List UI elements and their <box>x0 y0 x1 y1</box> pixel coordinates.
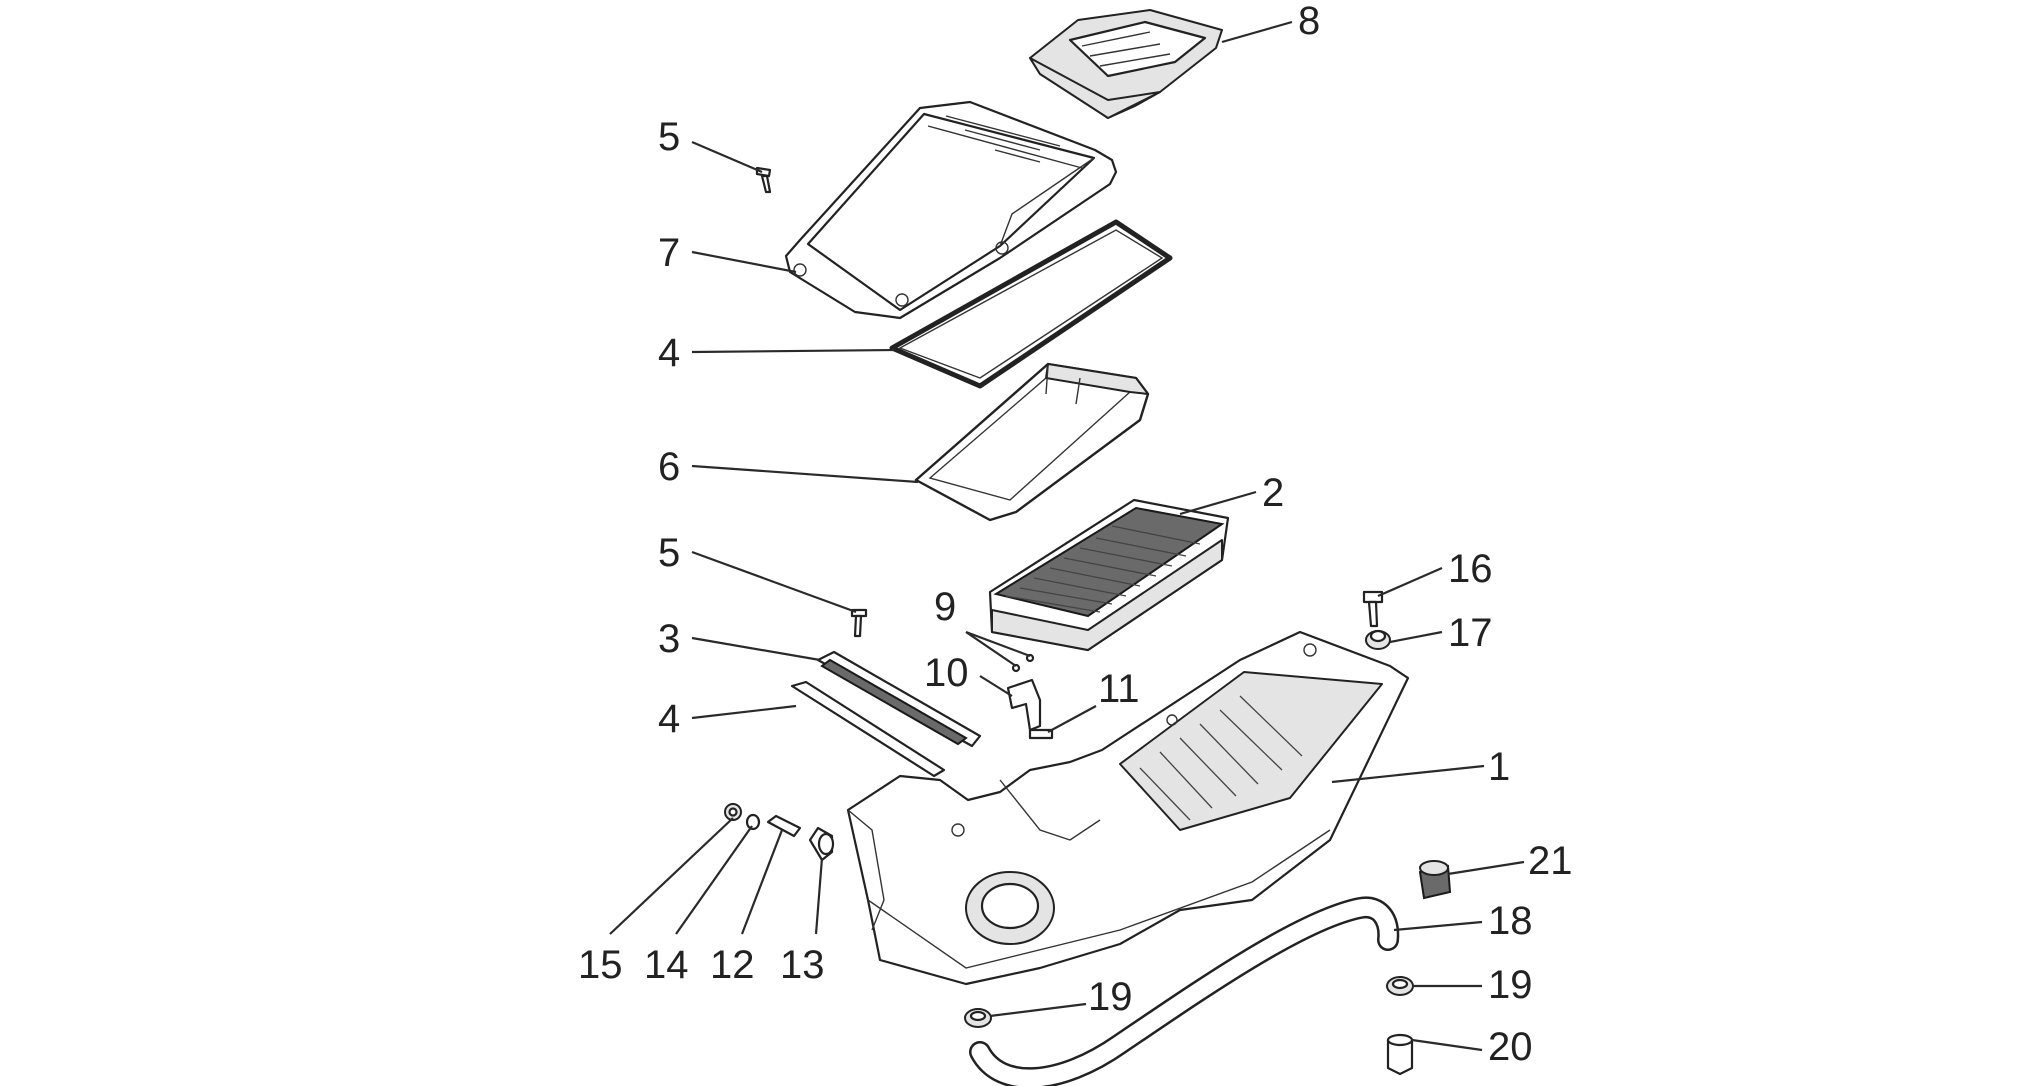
callout-11: 11 <box>1098 667 1140 711</box>
part-19-clamp-right <box>1386 976 1414 996</box>
part-18-drain-hose <box>969 896 1400 1086</box>
leader-4b <box>691 704 797 720</box>
callout-21: 21 <box>1528 839 1573 883</box>
leader-2 <box>1179 490 1257 516</box>
callout-9: 9 <box>934 585 956 629</box>
callout-15: 15 <box>578 943 623 987</box>
part-5-screw-lower <box>850 608 868 638</box>
leader-16 <box>1377 566 1443 598</box>
part-9-screws <box>1011 653 1035 673</box>
leader-17 <box>1389 630 1443 644</box>
callout-5-lower: 5 <box>658 531 680 575</box>
callout-19-right: 19 <box>1488 963 1533 1007</box>
leader-5b <box>691 550 857 614</box>
part-11-clip <box>1028 728 1054 740</box>
leader-11 <box>1047 705 1097 733</box>
part-15-nut <box>724 803 742 821</box>
callout-4-upper: 4 <box>658 331 680 375</box>
callout-12: 12 <box>710 943 755 987</box>
leader-13 <box>814 857 824 935</box>
leader-6 <box>691 464 919 484</box>
leader-12 <box>740 829 784 935</box>
leader-3 <box>691 636 821 662</box>
part-1-airbox-housing <box>846 630 1410 986</box>
callout-5-top: 5 <box>658 115 680 159</box>
part-20-drain-plug <box>1386 1033 1414 1076</box>
part-19-clamp-left <box>964 1008 992 1028</box>
part-3-mesh-screen <box>816 650 982 748</box>
callout-7: 7 <box>658 231 680 275</box>
callout-8: 8 <box>1298 0 1320 43</box>
part-4-gasket-lower <box>790 680 946 778</box>
callout-1: 1 <box>1488 745 1510 789</box>
part-21-plug <box>1418 860 1452 900</box>
part-12-spacer <box>766 814 802 838</box>
leader-18 <box>1393 920 1483 932</box>
part-13-cap <box>808 826 835 862</box>
part-8-intake-duct <box>1029 9 1223 119</box>
callout-17: 17 <box>1448 611 1493 655</box>
callout-3: 3 <box>658 617 680 661</box>
leader-4a <box>691 348 895 354</box>
part-2-filter-element <box>988 498 1230 652</box>
leader-5a <box>691 140 763 174</box>
part-4-gasket-upper <box>889 219 1173 389</box>
part-17-grommet <box>1365 629 1391 650</box>
leader-19a <box>989 1002 1087 1018</box>
callout-20: 20 <box>1488 1025 1533 1069</box>
part-7-filter-cover <box>784 100 1118 320</box>
leader-8 <box>1221 20 1293 44</box>
callout-4-lower: 4 <box>658 697 680 741</box>
callout-14: 14 <box>644 943 689 987</box>
callout-19-left: 19 <box>1088 975 1133 1019</box>
part-6-filter-frame <box>914 362 1150 522</box>
callout-6: 6 <box>658 445 680 489</box>
part-16-screw <box>1362 590 1384 628</box>
callout-13: 13 <box>780 943 825 987</box>
callout-16: 16 <box>1448 547 1493 591</box>
leader-21 <box>1447 860 1525 876</box>
leader-7 <box>691 250 797 274</box>
leader-9b <box>965 630 1031 658</box>
leader-15 <box>609 817 734 935</box>
leader-14 <box>675 825 753 935</box>
callout-10: 10 <box>924 651 969 695</box>
callout-2: 2 <box>1262 471 1284 515</box>
leader-1 <box>1331 764 1485 784</box>
callout-labels: 8 5 7 4 6 2 5 16 9 3 17 10 11 4 1 21 18 … <box>578 0 1573 1069</box>
callout-18: 18 <box>1488 899 1533 943</box>
leader-9a <box>965 631 1017 667</box>
leader-lines <box>609 20 1525 1052</box>
part-10-bracket <box>1006 678 1042 732</box>
part-5-screw-top <box>755 166 772 194</box>
leader-20 <box>1411 1038 1483 1052</box>
part-14-washer <box>745 813 761 831</box>
leader-10 <box>979 675 1013 697</box>
